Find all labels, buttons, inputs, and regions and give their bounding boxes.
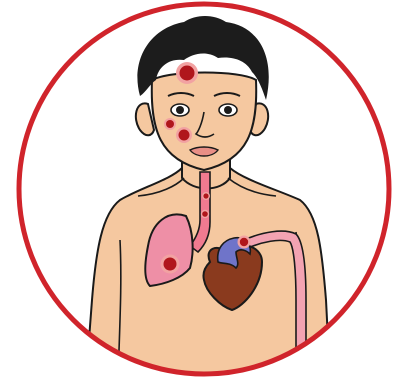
airway-lesion-icon	[202, 192, 210, 200]
head-lesion-icon	[176, 62, 198, 84]
lung-lesion-icon	[161, 255, 180, 274]
heart-lesion-icon	[238, 236, 251, 249]
airway-lesion-icon	[201, 210, 209, 218]
cheek-lesion-icon	[164, 118, 176, 130]
right-pupil	[224, 106, 232, 114]
left-pupil	[176, 106, 184, 114]
cheek-lesion-icon	[176, 127, 192, 143]
